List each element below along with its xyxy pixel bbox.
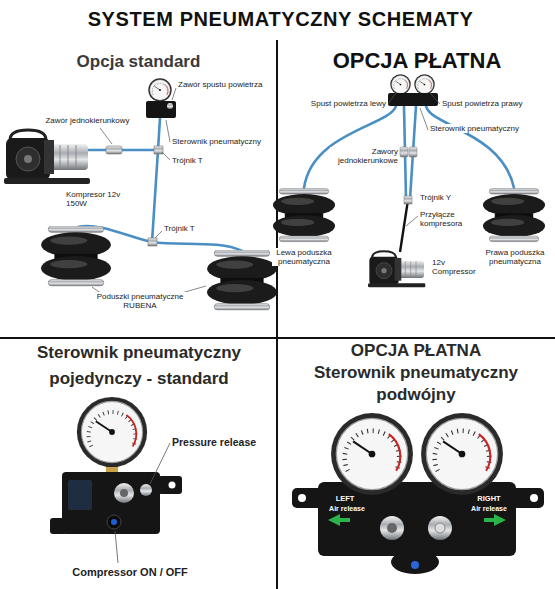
part-label: Trójnik T: [164, 224, 224, 233]
part-label: Kompresor 12v 150W: [66, 190, 128, 208]
part-label: Prawa poduszka pneumatyczna: [482, 248, 548, 266]
part-label: 12v Compressor: [432, 258, 478, 276]
part-label: Przyłącze kompresora: [420, 210, 478, 228]
part-label: Lewa poduszka pneumatyczna: [272, 248, 336, 266]
panel-heading: Sterownik pneumatyczny pojedynczy - stan…: [8, 340, 270, 391]
part-label: Compressor ON / OFF: [50, 566, 210, 579]
part-label: Zawór spustu powietrza: [178, 80, 274, 89]
part-label: Air release: [460, 505, 518, 513]
panel-heading: Opcja standard: [0, 52, 277, 72]
part-label: Pressure release: [172, 436, 276, 448]
heading-text: Sterownik pneumatyczny podwójny: [284, 362, 548, 406]
part-label: Sterownik pneumatyczny: [430, 124, 540, 133]
part-label: Air release: [318, 505, 376, 513]
page-title: SYSTEM PNEUMATYCZNY SCHEMATY: [3, 8, 555, 31]
heading-text: Opcja standard: [0, 52, 277, 72]
panel-heading: OPCJA PŁATNASterownik pneumatyczny podwó…: [284, 340, 548, 406]
part-label: Spust powietrza prawy: [442, 99, 542, 108]
part-label: Poduszki pneumatyczne RUBENA: [90, 292, 190, 310]
part-label: Zawór jednokierunkowy: [40, 116, 135, 125]
panel-heading: OPCJA PŁATNA: [279, 48, 555, 74]
heading-text: OPCJA PŁATNA: [284, 340, 548, 362]
part-label: Trójnik T: [172, 156, 232, 165]
part-label: Zawory jednokierunkowe: [330, 147, 398, 165]
heading-text: Sterownik pneumatyczny pojedynczy - stan…: [8, 340, 270, 391]
part-label: Spust powietrza lewy: [296, 99, 386, 108]
heading-text: OPCJA PŁATNA: [279, 48, 555, 74]
part-label: Sterownik pneumatyczny: [172, 137, 272, 146]
part-label: RIGHT: [470, 495, 508, 504]
part-label: Trójnik Y: [420, 193, 480, 202]
part-label: LEFT: [328, 495, 362, 504]
